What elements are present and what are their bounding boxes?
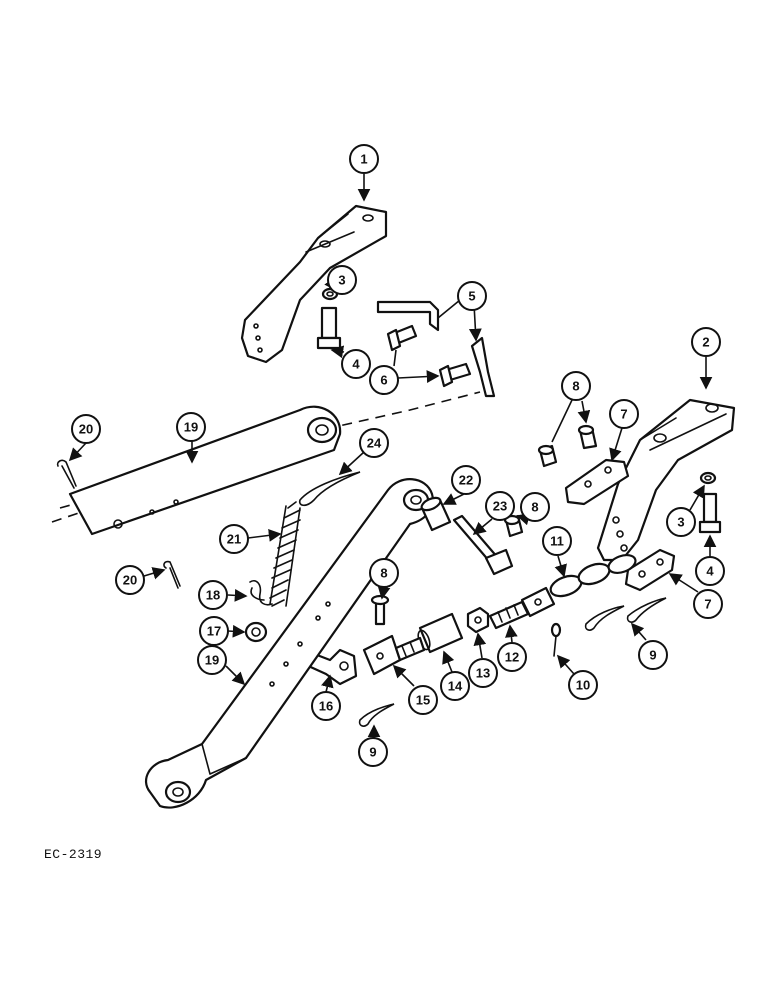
callout-label: 7 <box>620 407 627 422</box>
callout-label: 9 <box>369 745 376 760</box>
callout-3: 3 <box>324 265 357 295</box>
callout-8: 8 <box>551 371 590 443</box>
clevis-pin <box>537 444 558 468</box>
bracket-bolt <box>438 362 472 388</box>
callout-label: 18 <box>206 588 220 603</box>
lift-bracket-left <box>240 204 388 364</box>
link-plate <box>624 548 676 592</box>
hex-nut <box>466 606 490 634</box>
callout-label: 15 <box>416 693 430 708</box>
callout-label: 16 <box>319 699 333 714</box>
callout-15: 15 <box>392 664 438 715</box>
linch-pin <box>550 622 562 657</box>
callout-label: 9 <box>649 648 656 663</box>
callout-label: 10 <box>576 678 590 693</box>
callout-13: 13 <box>468 632 498 688</box>
callout-20: 20 <box>68 414 101 462</box>
callout-label: 20 <box>79 422 93 437</box>
callout-label: 23 <box>493 499 507 514</box>
callout-label: 14 <box>448 679 463 694</box>
callout-label: 20 <box>123 573 137 588</box>
callout-label: 1 <box>360 152 367 167</box>
clevis-pin <box>370 594 390 626</box>
callout-6: 6 <box>369 349 438 395</box>
spring-clip <box>358 703 395 727</box>
callout-label: 17 <box>207 624 221 639</box>
callout-label: 8 <box>380 566 387 581</box>
callout-label: 7 <box>704 597 711 612</box>
callout-label: 11 <box>550 534 564 549</box>
lower-link-front <box>144 478 434 809</box>
callout-label: 5 <box>468 289 475 304</box>
callout-4b: 4 <box>695 534 725 586</box>
callout-label: 3 <box>338 273 345 288</box>
callout-label: 3 <box>677 515 684 530</box>
threaded-clevis <box>488 586 556 630</box>
callout-17: 17 <box>199 616 246 646</box>
check-chain <box>549 553 637 598</box>
bolt <box>316 306 342 350</box>
callout-5: 5 <box>437 281 486 340</box>
callout-21: 21 <box>219 524 282 554</box>
callout-9b: 9 <box>358 724 388 767</box>
callout-14: 14 <box>440 650 470 701</box>
callout-11: 11 <box>542 526 572 578</box>
spring-clip <box>584 605 625 631</box>
callout-19: 19 <box>176 412 206 464</box>
callout-18: 18 <box>198 580 248 610</box>
callout-19b: 19 <box>197 645 246 686</box>
callout-12: 12 <box>497 624 527 672</box>
bolt <box>698 492 722 534</box>
callout-7: 7 <box>609 399 639 462</box>
callout-label: 4 <box>706 564 714 579</box>
callout-8b: 8 <box>516 492 550 526</box>
clevis-pin <box>503 514 524 538</box>
callout-24: 24 <box>338 428 389 476</box>
callout-label: 6 <box>380 373 387 388</box>
callout-1: 1 <box>349 144 379 202</box>
callout-20b: 20 <box>115 565 166 595</box>
link-plate <box>564 458 630 506</box>
callout-4: 4 <box>330 345 371 379</box>
callout-10: 10 <box>556 654 598 700</box>
lower-link-upper <box>68 405 342 536</box>
callout-7b: 7 <box>668 573 723 619</box>
callout-label: 4 <box>352 357 360 372</box>
callout-3b: 3 <box>666 484 705 537</box>
coil-spring <box>269 501 301 607</box>
callout-label: 2 <box>702 335 709 350</box>
bushing <box>244 621 268 643</box>
reference-code: EC-2319 <box>44 847 103 862</box>
spring-clip <box>626 597 667 623</box>
angle-bracket <box>470 336 496 398</box>
callout-label: 8 <box>531 500 538 515</box>
callout-label: 22 <box>459 473 473 488</box>
pin <box>452 514 514 576</box>
sleeve-bushing <box>420 496 452 532</box>
bracket-bolt <box>386 324 418 352</box>
angle-bracket <box>376 300 440 332</box>
callout-8c: 8 <box>369 558 399 600</box>
callout-9: 9 <box>630 622 668 670</box>
callout-2: 2 <box>691 327 721 390</box>
callout-label: 21 <box>227 532 241 547</box>
hairpin <box>298 471 361 507</box>
callout-label: 19 <box>205 653 219 668</box>
callout-22: 22 <box>442 465 481 505</box>
callout-16: 16 <box>311 674 341 721</box>
cotter-pin <box>163 560 181 589</box>
spring-clip-small <box>249 579 273 606</box>
callout-label: 19 <box>184 420 198 435</box>
washer <box>699 471 717 485</box>
callout-23: 23 <box>472 491 515 536</box>
callout-label: 13 <box>476 666 490 681</box>
callout-label: 24 <box>367 436 382 451</box>
cotter-pin <box>56 459 77 489</box>
clevis-pin <box>577 424 598 450</box>
callout-label: 12 <box>505 650 519 665</box>
callout-label: 8 <box>572 379 579 394</box>
clevis-end <box>362 634 426 676</box>
